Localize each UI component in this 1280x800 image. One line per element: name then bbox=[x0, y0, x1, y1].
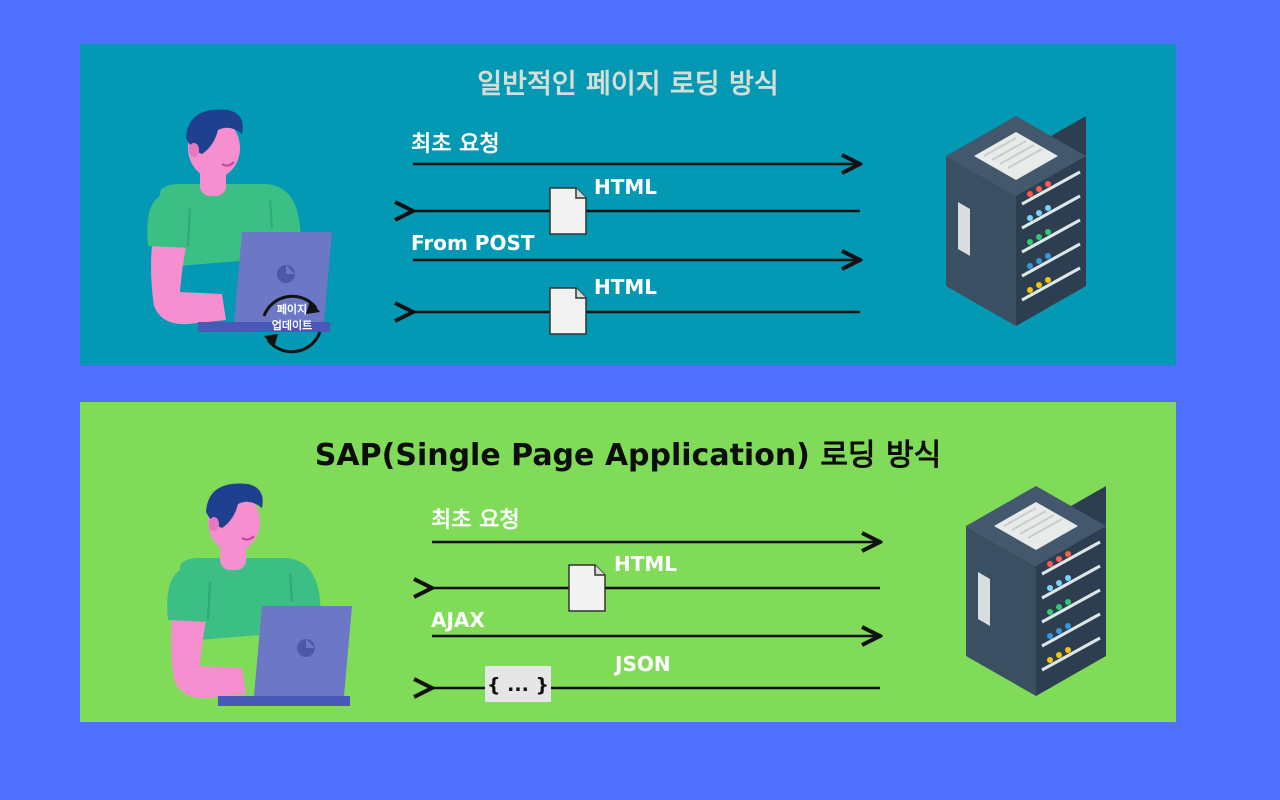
server-illustration bbox=[964, 484, 1108, 698]
badge-label: 페이지 bbox=[276, 303, 308, 316]
traditional-diagram bbox=[146, 108, 1088, 354]
user-illustration bbox=[166, 482, 353, 707]
panel-title: SAP(Single Page Application) 로딩 방식 bbox=[314, 438, 942, 473]
message-label: AJAX bbox=[431, 608, 485, 632]
refresh-arrow-icon bbox=[264, 334, 278, 348]
message-label: 최초 요청 bbox=[411, 132, 500, 157]
json-payload-text: { ... } bbox=[487, 674, 549, 696]
json-box bbox=[485, 666, 551, 702]
panel-title: 일반적인 페이지 로딩 방식 bbox=[477, 69, 779, 100]
badge-label: 업데이트 bbox=[271, 319, 313, 332]
html-document-icon bbox=[568, 564, 606, 612]
page-update-badge bbox=[262, 294, 322, 354]
html-document-icon bbox=[549, 187, 587, 235]
message-label: HTML bbox=[594, 175, 658, 199]
message-label: HTML bbox=[614, 552, 678, 576]
message-label: JSON bbox=[615, 652, 671, 676]
spa-loading-panel: SAP(Single Page Application) 로딩 방식 최초 요청… bbox=[80, 402, 1176, 722]
traditional-loading-panel: 일반적인 페이지 로딩 방식 최초 요청 HTML From POST HTML… bbox=[80, 44, 1176, 365]
server-illustration bbox=[944, 114, 1088, 328]
spa-diagram bbox=[166, 482, 1108, 707]
message-label: HTML bbox=[594, 275, 658, 299]
message-label: From POST bbox=[411, 231, 535, 255]
refresh-arrow-icon bbox=[306, 300, 320, 314]
html-document-icon bbox=[549, 287, 587, 335]
message-label: 최초 요청 bbox=[431, 508, 520, 533]
